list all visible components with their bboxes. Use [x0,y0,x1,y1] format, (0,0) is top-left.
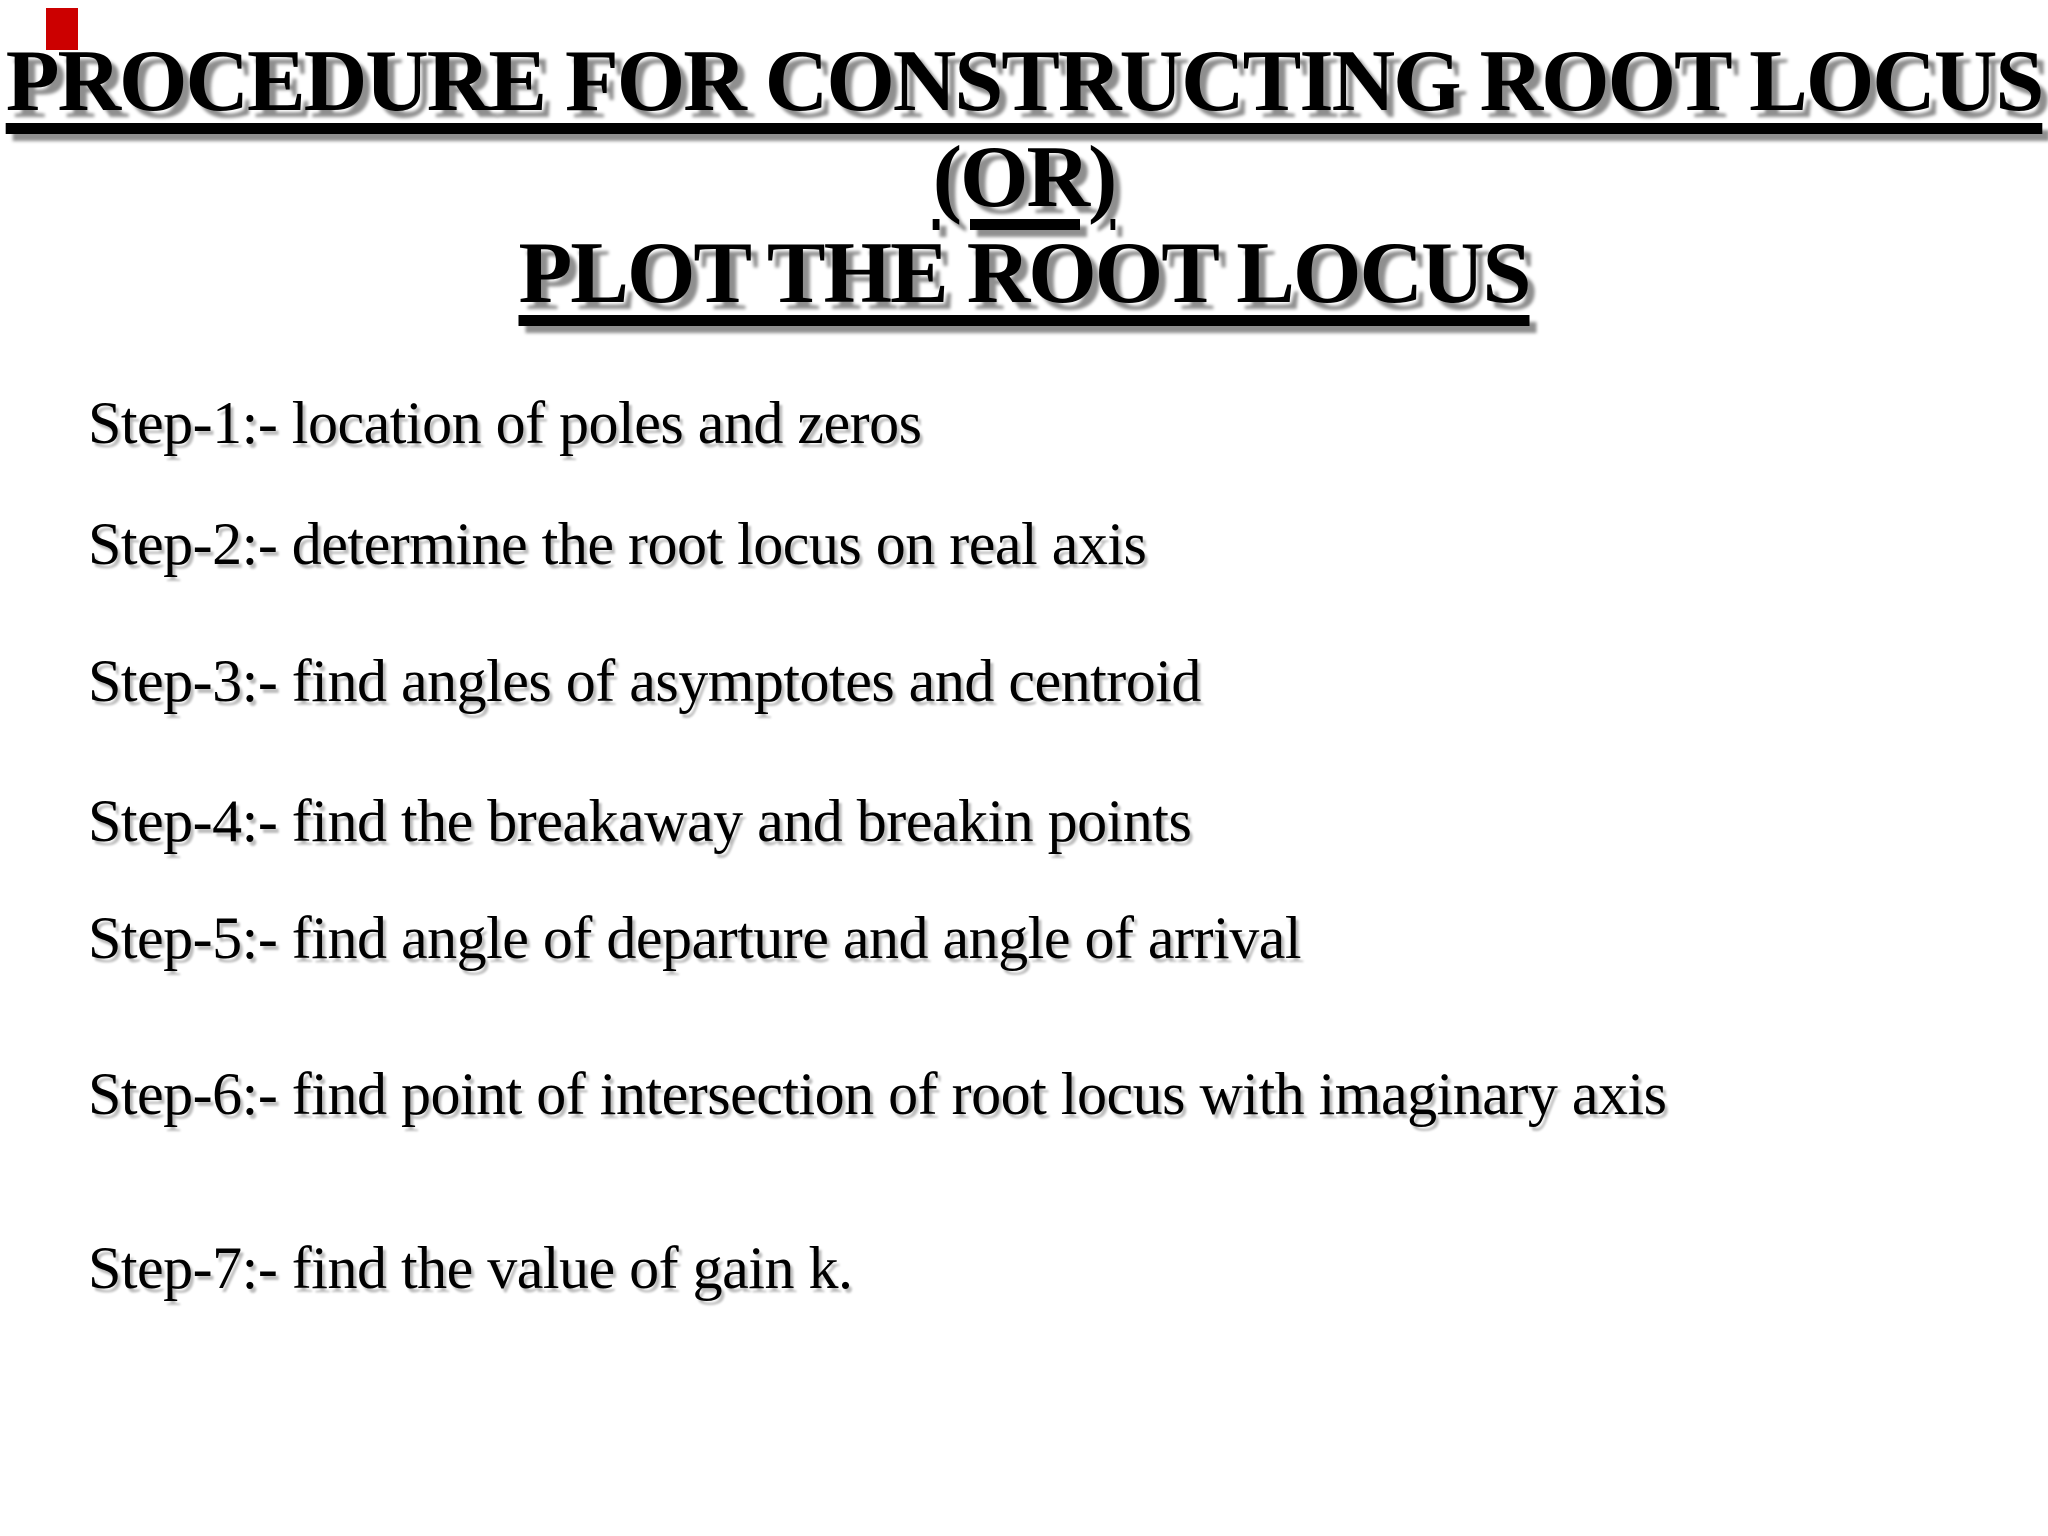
step-4: Step-4:- find the breakaway and breakin … [88,788,1192,854]
step-6: Step-6:- find point of intersection of r… [88,1061,1667,1127]
title-line-2: (OR) [932,128,1118,226]
slide-title: PROCEDURE FOR CONSTRUCTING ROOT LOCUS (O… [0,34,2048,322]
step-1: Step-1:- location of poles and zeros [88,390,922,456]
step-5: Step-5:- find angle of departure and ang… [88,905,1302,971]
step-7: Step-7:- find the value of gain k. [88,1235,853,1301]
step-2: Step-2:- determine the root locus on rea… [88,511,1147,577]
step-3: Step-3:- find angles of asymptotes and c… [88,648,1201,714]
red-marker [46,8,78,50]
title-line-3: PLOT THE ROOT LOCUS [518,224,1532,322]
title-line-1: PROCEDURE FOR CONSTRUCTING ROOT LOCUS [5,33,2045,130]
